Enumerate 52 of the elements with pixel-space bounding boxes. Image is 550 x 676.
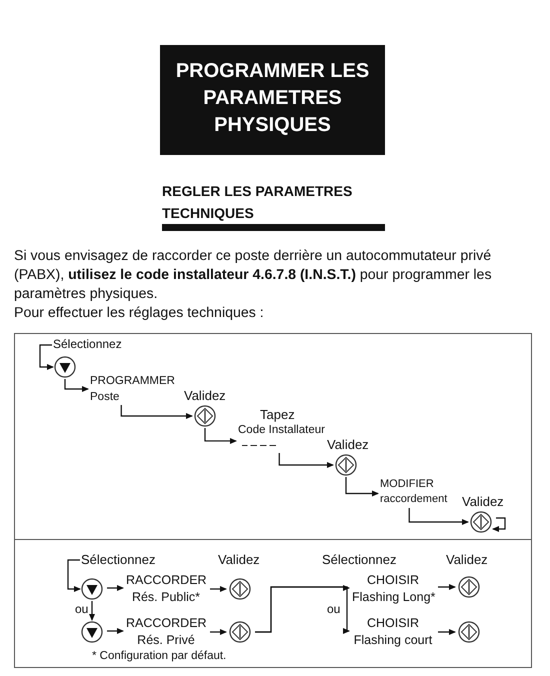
column-header: Sélectionnez (322, 552, 396, 567)
menu-text: Flashing Long* (352, 588, 434, 605)
menu-heading: RACCORDER (126, 615, 206, 632)
instruction-text: Pour effectuer les réglages techniques : (14, 304, 264, 323)
button-caption: Validez (462, 494, 504, 509)
key-button (470, 511, 492, 533)
menu-heading: MODIFIER (380, 477, 435, 492)
key-button (81, 578, 103, 600)
instruction-text: Sélectionnez (81, 552, 159, 568)
menu-heading: RACCORDER (126, 572, 206, 588)
section-heading: REGLER LES PARAMETRES TECHNIQUES (162, 182, 354, 223)
arrow (67, 559, 81, 592)
button-caption: Validez (446, 552, 488, 567)
arrow (89, 601, 95, 621)
arrow (64, 379, 89, 392)
menu-heading: PROGRAMMER (90, 374, 176, 389)
arrow (107, 628, 124, 634)
instruction-text: Sélectionnez (53, 337, 131, 353)
button-caption: Validez (184, 388, 226, 403)
menu-text: Rés. Public* (130, 588, 202, 605)
arrow (408, 508, 469, 525)
button-caption: Validez (327, 437, 369, 452)
key-button (81, 621, 103, 643)
arrow (107, 585, 124, 591)
menu-heading: CHOISIR (366, 615, 420, 632)
arrow (492, 517, 506, 532)
key-button (194, 405, 216, 427)
arrow (345, 477, 379, 496)
arrow (438, 629, 456, 635)
key-button (335, 454, 357, 476)
menu-text: Rés. Privé (136, 632, 196, 648)
menu-heading: Tapez (259, 406, 296, 423)
arrow (438, 584, 456, 590)
key-button (458, 621, 480, 643)
menu-heading: CHOISIR (366, 572, 420, 588)
arrow (39, 344, 54, 370)
arrow (210, 586, 227, 592)
menu-text: Poste (90, 390, 120, 404)
key-button (229, 621, 251, 643)
arrow (210, 629, 227, 635)
key-button (54, 356, 76, 378)
key-button (229, 578, 251, 600)
arrow (204, 428, 237, 444)
menu-text: Code Installateur (238, 423, 324, 438)
title-banner: PROGRAMMER LES PARAMETRES PHYSIQUES (160, 45, 385, 155)
footnote: * Configuration par défaut. (92, 650, 226, 662)
arrow (120, 405, 193, 419)
menu-text: Flashing court (352, 632, 434, 648)
arrow (278, 453, 334, 468)
key-button (458, 576, 480, 598)
intro-paragraph: Si vous envisagez de raccorder ce poste derrière un autocommutateur privé (PABX), utilisez le code installateur 4.6.7.8 (I.N.S.T.) pour programmer les paramètres physiques. (14, 247, 493, 304)
button-caption: Validez (218, 552, 260, 567)
